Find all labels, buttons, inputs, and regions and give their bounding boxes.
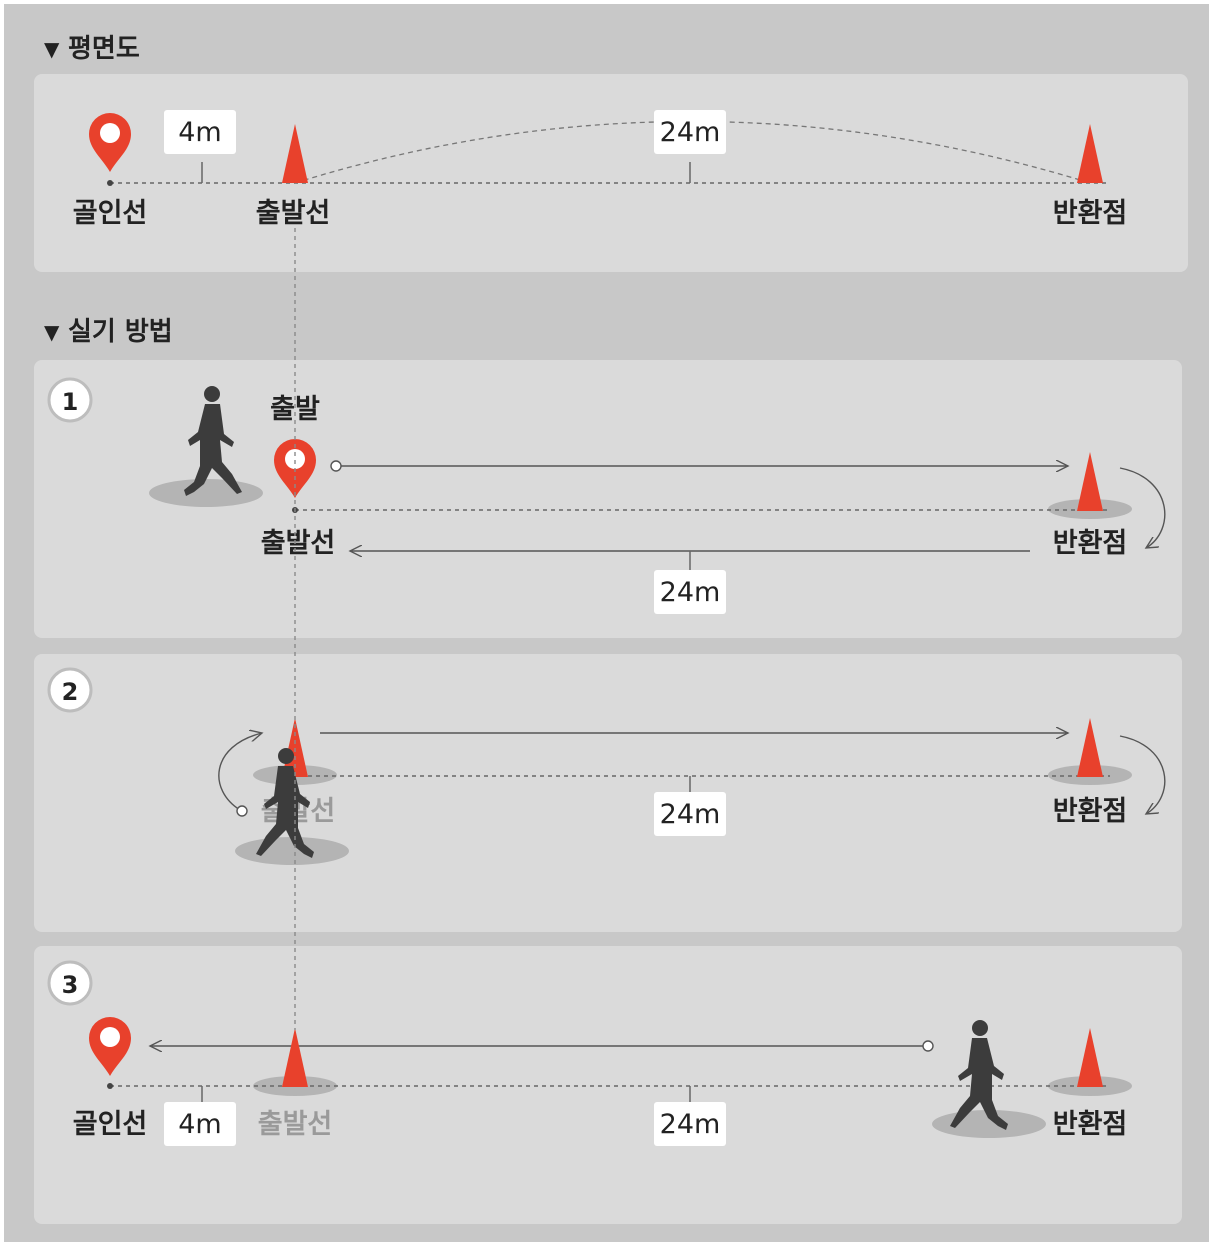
section-method-bullet: ▼ [44, 320, 60, 344]
step1-turn-label: 반환점 [1053, 528, 1128, 559]
step3-panel [34, 946, 1182, 1224]
step2-number-badge: 2 [49, 669, 91, 711]
step1-number-badge: 1 [49, 379, 91, 421]
section-plan-bullet: ▼ [44, 37, 60, 61]
step3-turn-label: 반환점 [1053, 1109, 1128, 1140]
step1-runner-shadow [149, 479, 263, 507]
step2-number: 2 [62, 678, 79, 706]
step1-number: 1 [62, 388, 79, 416]
step2-panel [34, 654, 1182, 932]
step3-arrow-origin [923, 1041, 933, 1051]
plan-panel [34, 74, 1188, 272]
step1-distance: 24m [660, 577, 721, 608]
step3-goal-label: 골인선 [73, 1109, 148, 1140]
step2-arc-origin [237, 806, 247, 816]
plan-start-label: 출발선 [256, 198, 331, 229]
step1-arrow-origin [331, 461, 341, 471]
step3-number: 3 [62, 971, 79, 999]
plan-goal-dot [107, 180, 113, 186]
plan-long-distance: 24m [660, 117, 721, 148]
step3-goal-dot [107, 1083, 113, 1089]
step1-start-label: 출발선 [261, 528, 336, 559]
plan-goal-label: 골인선 [73, 198, 148, 229]
plan-turn-label: 반환점 [1053, 198, 1128, 229]
step3-distance: 24m [660, 1109, 721, 1140]
section-method-title: 실기 방법 [68, 317, 173, 347]
step3-start-label: 출발선 [258, 1109, 333, 1140]
step2-turn-label: 반환점 [1053, 796, 1128, 827]
step3-number-badge: 3 [49, 962, 91, 1004]
step3-short-distance: 4m [178, 1109, 221, 1140]
plan-short-distance: 4m [178, 117, 221, 148]
section-plan-title: 평면도 [68, 34, 140, 64]
step2-distance: 24m [660, 799, 721, 830]
